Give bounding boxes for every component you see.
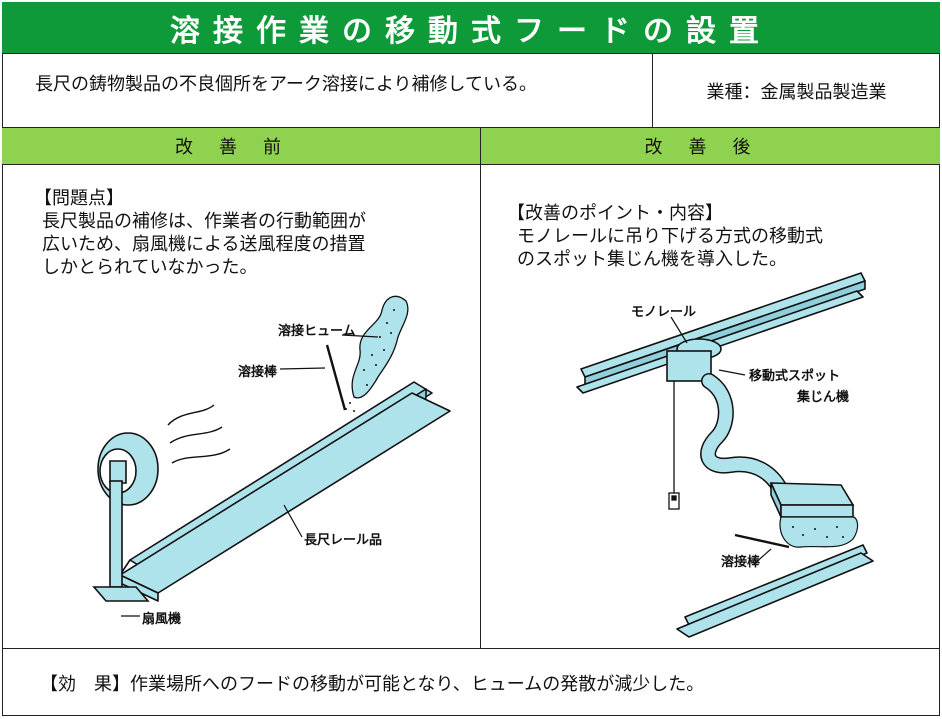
callout-leaders bbox=[670, 316, 772, 566]
rail-icon bbox=[676, 544, 874, 638]
rail-label: 長尺レール品 bbox=[304, 533, 383, 548]
rod-label-after: 溶接棒 bbox=[721, 555, 761, 570]
before-line-1: 長尺製品の補修は、作業者の行動範囲が bbox=[42, 211, 366, 232]
industry-cell: 業種：金属製品製造業 bbox=[653, 54, 940, 128]
title-bar: 溶接作業の移動式フードの設置 bbox=[2, 2, 940, 54]
before-header-label: 改善前 bbox=[175, 137, 307, 158]
description-text: 長尺の鋳物製品の不良個所をアーク溶接により補修している。 bbox=[35, 74, 538, 95]
work-description: 長尺の鋳物製品の不良個所をアーク溶接により補修している。 bbox=[2, 54, 653, 128]
fume-cloud-icon bbox=[345, 295, 409, 412]
after-line-1: モノレールに吊り下げる方式の移動式 bbox=[517, 226, 823, 247]
fan-label: 扇風機 bbox=[142, 612, 182, 627]
rail-icon bbox=[119, 381, 451, 602]
after-header: 改善後 bbox=[481, 128, 940, 165]
collector-label-1: 移動式スポット bbox=[749, 369, 841, 384]
after-header-label: 改善後 bbox=[644, 137, 777, 158]
collector-label-2: 集じん機 bbox=[797, 390, 850, 405]
before-header: 改善前 bbox=[2, 128, 481, 165]
page-title: 溶接作業の移動式フードの設置 bbox=[170, 13, 772, 49]
fume-cloud-icon bbox=[779, 516, 859, 548]
after-panel: 【改善のポイント・内容】 モノレールに吊り下げる方式の移動式 のスポット集じん機… bbox=[481, 165, 940, 649]
rod-label-before: 溶接棒 bbox=[238, 365, 278, 380]
effect-text: 【効 果】作業場所へのフードの移動が可能となり、ヒュームの発散が減少した。 bbox=[40, 673, 705, 695]
before-line-3: しかとられていなかった。 bbox=[42, 257, 258, 278]
fan-icon bbox=[92, 432, 159, 602]
welding-rod-icon bbox=[734, 533, 790, 549]
before-illustration bbox=[92, 295, 451, 617]
welding-rod-icon bbox=[325, 344, 347, 411]
wind-lines bbox=[167, 404, 231, 464]
dust-collector-icon bbox=[666, 338, 855, 518]
after-line-2: のスポット集じん機を導入した。 bbox=[517, 249, 787, 270]
effect-row: 【効 果】作業場所へのフードの移動が可能となり、ヒュームの発散が減少した。 bbox=[2, 649, 940, 716]
after-illustration bbox=[576, 272, 874, 638]
monorail-icon bbox=[576, 272, 866, 394]
industry-text: 業種：金属製品製造業 bbox=[706, 81, 887, 103]
monorail-label: モノレール bbox=[631, 305, 697, 320]
pendant-switch-icon bbox=[668, 381, 680, 510]
fume-label: 溶接ヒューム bbox=[278, 324, 356, 339]
after-heading: 【改善のポイント・内容】 bbox=[507, 203, 723, 224]
callout-leaders bbox=[121, 334, 379, 617]
before-line-2: 広いため、扇風機による送風程度の措置 bbox=[42, 234, 366, 255]
before-heading: 【問題点】 bbox=[34, 188, 124, 209]
before-panel: 【問題点】 長尺製品の補修は、作業者の行動範囲が 広いため、扇風機による送風程度… bbox=[2, 165, 481, 649]
